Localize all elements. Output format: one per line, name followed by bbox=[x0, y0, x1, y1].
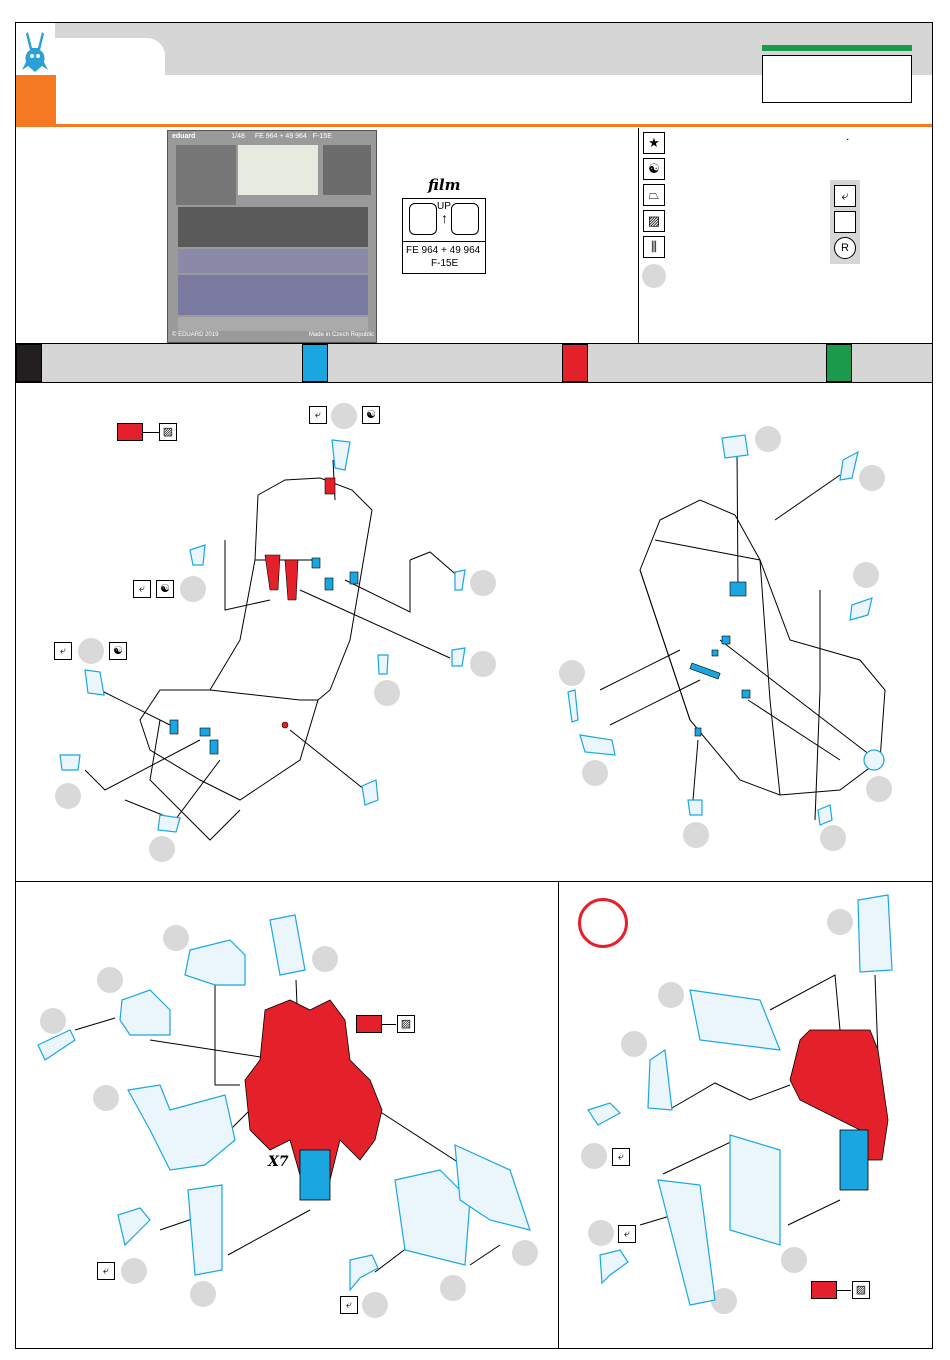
rear-panel-illustration bbox=[0, 0, 950, 1360]
